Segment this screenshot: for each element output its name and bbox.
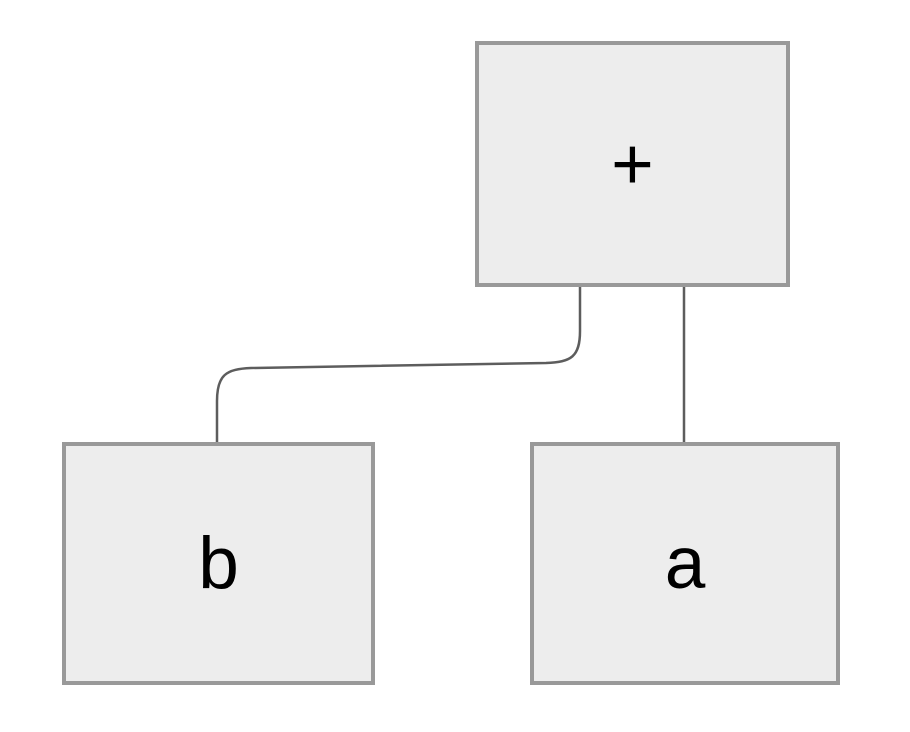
node-plus[interactable]: +: [475, 41, 790, 287]
node-b-label: b: [198, 523, 239, 604]
node-a-label: a: [664, 523, 706, 604]
edge-plus-to-b: [215, 285, 582, 443]
node-a[interactable]: a: [530, 442, 840, 685]
node-plus-label: +: [611, 123, 654, 205]
node-b[interactable]: b: [62, 442, 375, 685]
